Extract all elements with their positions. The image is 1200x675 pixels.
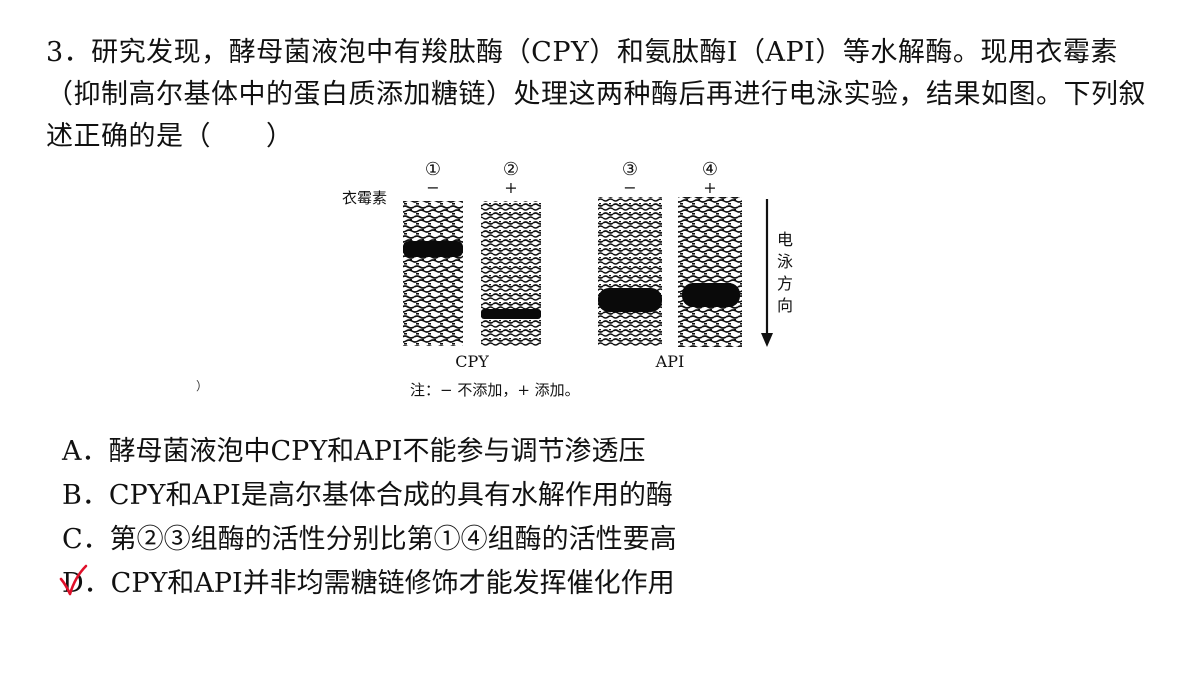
lane-header-2: ② + [503, 159, 519, 197]
lane-sign: − [623, 178, 636, 197]
direction-label-4: 向 [777, 296, 793, 315]
electrophoresis-figure: 衣霉素 ① − ② + ③ − ④ + CPY API [330, 155, 810, 405]
stray-mark: ） [196, 379, 209, 393]
option-text: 第②③组酶的活性分别比第①④组酶的活性要高 [109, 524, 677, 555]
group-label-api: API [655, 352, 685, 371]
gel-lane-3 [598, 197, 662, 347]
option-d[interactable]: D．CPY和API并非均需糖链修饰才能发挥催化作用 [62, 562, 677, 606]
option-a[interactable]: A．酵母菌液泡中CPY和API不能参与调节渗透压 [62, 430, 677, 474]
answer-options: A．酵母菌液泡中CPY和API不能参与调节渗透压 B．CPY和API是高尔基体合… [62, 430, 677, 606]
gel-lane-4 [678, 197, 742, 347]
lane-header-1: ① − [425, 159, 441, 197]
band-lane-2 [481, 309, 541, 319]
option-text: CPY和API是高尔基体合成的具有水解作用的酶 [108, 480, 673, 511]
arrow-down-icon [761, 199, 773, 347]
direction-label-3: 方 [777, 274, 793, 293]
option-text: 酵母菌液泡中CPY和API不能参与调节渗透压 [108, 436, 646, 467]
lane-number: ④ [702, 159, 718, 180]
question-stem: 3．研究发现，酵母菌液泡中有羧肽酶（CPY）和氨肽酶I（API）等水解酶。现用衣… [46, 37, 1146, 152]
option-letter: B． [62, 480, 109, 511]
lane-number: ③ [622, 159, 638, 180]
figure-note: 注：− 不添加，+ 添加。 [410, 381, 580, 399]
lane-header-3: ③ − [622, 159, 638, 197]
lane-sign: + [703, 178, 716, 197]
reagent-label: 衣霉素 [342, 189, 387, 207]
band-lane-3 [598, 288, 662, 312]
gel-lane-1 [403, 201, 463, 346]
band-lane-1 [403, 241, 463, 257]
lane-number: ① [425, 159, 441, 180]
checkmark-icon [59, 564, 88, 596]
lane-sign: − [426, 178, 439, 197]
option-text: CPY和API并非均需糖链修饰才能发挥催化作用 [110, 568, 675, 599]
lane-number: ② [503, 159, 519, 180]
option-letter: A． [62, 436, 109, 467]
option-c[interactable]: C．第②③组酶的活性分别比第①④组酶的活性要高 [62, 518, 677, 562]
option-letter: C． [62, 524, 110, 555]
direction-label-1: 电 [777, 230, 793, 249]
direction-label-2: 泳 [777, 252, 793, 271]
lane-sign: + [504, 178, 517, 197]
band-lane-4 [682, 283, 740, 307]
group-label-cpy: CPY [455, 352, 489, 371]
gel-lane-2 [481, 201, 541, 346]
option-b[interactable]: B．CPY和API是高尔基体合成的具有水解作用的酶 [62, 474, 677, 518]
lane-header-4: ④ + [702, 159, 718, 197]
